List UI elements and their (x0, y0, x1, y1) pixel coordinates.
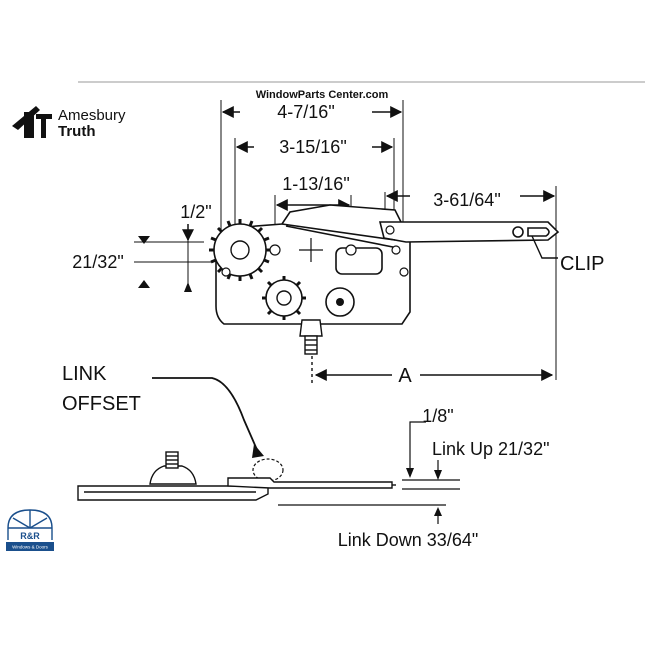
spline-shaft-icon (299, 319, 323, 355)
operator-body (215, 204, 560, 325)
arched-window-icon (7, 509, 53, 540)
link-up-label: Link Up 21/32" (432, 439, 549, 459)
dim-holes-label: 1-13/16" (282, 174, 349, 194)
dim-half-label: 1/2" (180, 202, 211, 222)
side-view-assembly (77, 451, 396, 501)
clip-callout: CLIP (531, 235, 604, 275)
brand-name: Amesbury (58, 107, 126, 124)
dim-link-up: Link Up 21/32" (432, 439, 549, 480)
drive-gear-icon (209, 219, 271, 281)
dim-arm-label: 3-61/64" (433, 190, 500, 210)
at-monogram-icon (12, 106, 52, 138)
rr-subtitle: Windows & Doors (12, 545, 49, 550)
dim-holes: 1-13/16" (275, 174, 351, 211)
amesbury-truth-logo: Amesbury Truth (12, 106, 126, 140)
dim-a: A (311, 356, 554, 387)
mounting-holes (221, 225, 409, 277)
dim-arm: 3-61/64" (385, 190, 556, 210)
link-down-label: Link Down 33/64" (338, 530, 478, 550)
link-label: LINK (62, 363, 107, 385)
offset-label: OFFSET (62, 393, 141, 415)
arm-pivot (512, 226, 524, 238)
dim-overall: 4-7/16" (221, 102, 403, 122)
dim-a-label: A (398, 365, 412, 387)
dim-offset: 21/32" (72, 236, 150, 288)
dim-half: 1/2" (180, 202, 212, 292)
idler-gear-icon (325, 287, 355, 317)
rr-windows-logo: R&R Windows & Doors (6, 509, 54, 551)
rr-name: R&R (20, 531, 40, 541)
link-offset-callout: LINK OFFSET (62, 363, 284, 482)
dim-overall-label: 4-7/16" (277, 102, 334, 122)
dim-offset-label: 21/32" (72, 252, 123, 272)
dim-eighth-label: 1/8" (422, 406, 453, 426)
rr-banner (6, 542, 54, 551)
site-name: WindowParts Center.com (256, 89, 389, 101)
dim-eighth: 1/8" (402, 406, 460, 490)
clip-label: CLIP (560, 253, 604, 275)
clip (527, 227, 550, 237)
dim-mid: 3-15/16" (235, 137, 394, 157)
dim-mid-label: 3-15/16" (279, 137, 346, 157)
extension-lines (134, 100, 557, 380)
pinion-gear-icon (262, 276, 306, 320)
dim-link-down: Link Down 33/64" (278, 504, 478, 550)
brand-sub: Truth (58, 123, 96, 140)
